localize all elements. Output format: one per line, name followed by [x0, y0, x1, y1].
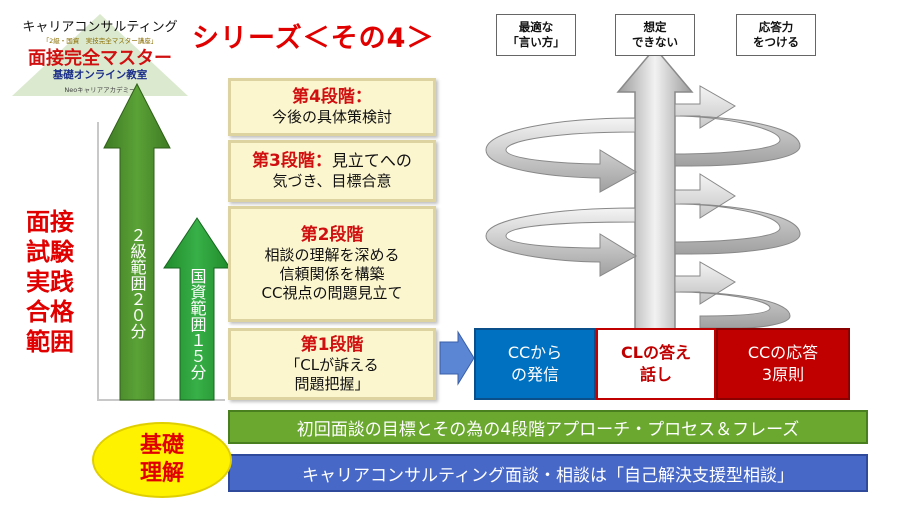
stage-4-box: 第4段階： 今後の具体策検討 — [228, 78, 436, 136]
stage-1-line: 「CLが訴える — [285, 355, 379, 374]
cc-send-line: CCから — [507, 343, 563, 362]
spiral-band-3 — [674, 261, 791, 329]
note-best-phrasing: 最適な「言い方」 — [496, 14, 576, 56]
level2-arrow-label: ２級範囲２０分 — [124, 178, 150, 388]
cc-response-box: CCの応答 3原則 — [716, 328, 850, 400]
level2-arrow-text: ２級範囲２０分 — [127, 227, 147, 339]
kiso-line: 基礎 — [139, 433, 184, 458]
approach-bar: 初回面談の目標とその為の4段階アプローチ・プロセス＆フレーズ — [228, 410, 868, 444]
cl-answer-line: CLの答え — [621, 343, 691, 362]
logo-line5: Neoキャリアアカデミー — [64, 86, 136, 94]
stage-1-line: 問題把握」 — [294, 374, 370, 393]
side-title-line: 試験 — [26, 238, 74, 266]
stage-2-line: CC視点の問題見立て — [261, 284, 403, 302]
note-response-skill: 応答力をつける — [736, 14, 816, 56]
side-title-line: 実践 — [26, 268, 74, 296]
spiral-band-1 — [674, 85, 801, 167]
stage-4-line: 今後の具体策検討 — [271, 108, 392, 126]
spiral-left-1 — [485, 117, 637, 193]
note-line: 想定 — [643, 20, 667, 34]
national-range-arrow — [163, 217, 231, 401]
stage-3-line: 気づき、目標合意 — [272, 172, 392, 190]
stage-1-box: 第1段階 「CLが訴える 問題把握」 — [228, 328, 436, 400]
note-line: 応答力 — [758, 20, 794, 34]
spiral-bands-left — [485, 117, 637, 277]
stage-3-heading-row: 第3段階：見立てへの — [231, 151, 433, 172]
stage-3-box: 第3段階：見立てへの 気づき、目標合意 — [228, 140, 436, 202]
cl-answer-box: CLの答え話し — [596, 328, 716, 400]
stage-2-line: 信頼関係を構築 — [279, 265, 385, 283]
note-unexpected: 想定できない — [615, 14, 695, 56]
national-arrow-label: 国資範囲１５分 — [184, 250, 210, 398]
kiso-line: 理解 — [139, 461, 184, 486]
national-arrow-text: 国資範囲１５分 — [187, 268, 207, 380]
logo-line2: 「2級・国資 実技完全マスター講座」 — [42, 37, 158, 45]
side-title: 面接 試験 実践 合格 範囲 — [22, 207, 78, 357]
note-line: をつける — [753, 35, 799, 49]
cc-response-line: 3原則 — [761, 365, 805, 384]
stage-2-line: 相談の理解を深める — [264, 246, 400, 264]
cl-answer-line: 話し — [639, 365, 672, 384]
stage-2-heading: 第2段階 — [300, 225, 364, 245]
side-title-line: 面接 — [26, 208, 74, 236]
stage-3-heading-rest: 見立てへの — [331, 151, 412, 170]
blue-arrow — [439, 330, 475, 386]
cc-send-line: の発信 — [510, 365, 559, 384]
logo-line1: キャリアコンサルティング — [22, 20, 178, 35]
spiral-band-2 — [674, 173, 801, 255]
note-line: 最適な — [518, 20, 554, 34]
side-title-line: 範囲 — [26, 328, 74, 356]
cc-response-line: CCの応答 — [747, 343, 819, 362]
basic-understanding-oval: 基礎 理解 — [94, 424, 230, 496]
note-line: 「言い方」 — [507, 35, 565, 49]
series-title: シリーズ＜その4＞ — [192, 23, 435, 54]
stage-4-heading: 第4段階： — [292, 87, 372, 107]
logo-line4: 基礎オンライン教室 — [52, 69, 148, 81]
spiral-left-2 — [485, 207, 637, 277]
side-title-line: 合格 — [26, 298, 74, 326]
cc-send-box: CCからの発信 — [474, 328, 596, 400]
logo-line3: 面接完全マスター — [28, 48, 172, 69]
spiral-bands — [674, 85, 801, 329]
consultation-bar: キャリアコンサルティング面談・相談は「自己解決支援型相談」 — [228, 454, 868, 492]
note-line: できない — [632, 35, 678, 49]
stage-2-box: 第2段階 相談の理解を深める 信頼関係を構築 CC視点の問題見立て — [228, 206, 436, 322]
stage-1-heading: 第1段階 — [300, 334, 364, 355]
stage-3-heading: 第3段階： — [252, 151, 332, 171]
logo: キャリアコンサルティング 「2級・国資 実技完全マスター講座」 面接完全マスター… — [10, 12, 190, 96]
logo-triangle-background — [12, 14, 188, 96]
level2-range-arrow — [103, 82, 171, 401]
